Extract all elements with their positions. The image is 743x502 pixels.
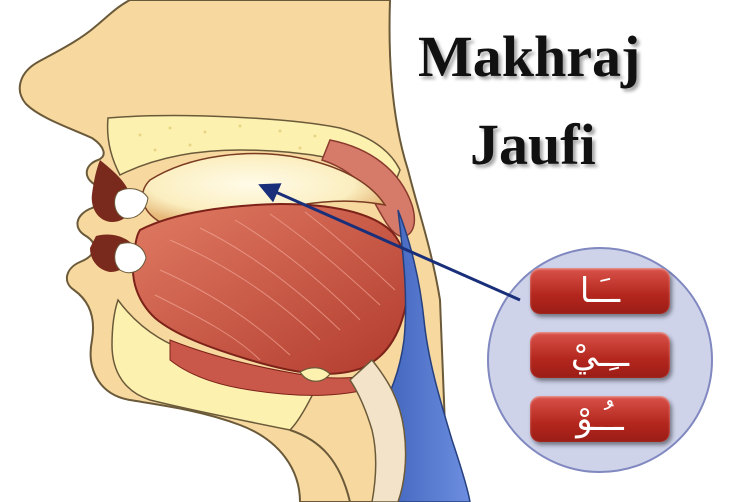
letter-box-waw: ــُـوْ <box>530 396 670 442</box>
title-line-1: Makhraj <box>418 24 641 89</box>
epiglottis <box>349 358 407 502</box>
lower-teeth <box>114 242 147 274</box>
bone-texture <box>138 124 317 152</box>
title-line-2: Jaufi <box>470 112 596 177</box>
letter-box-alif: ــَـا <box>530 268 670 314</box>
hyoid <box>299 367 331 382</box>
letter-box-ya: ــِـيْ <box>530 332 670 378</box>
neck-outline <box>289 429 351 502</box>
tongue-muscle-lines <box>154 211 396 361</box>
upper-teeth <box>114 188 149 219</box>
pointer-arrow <box>258 183 521 302</box>
